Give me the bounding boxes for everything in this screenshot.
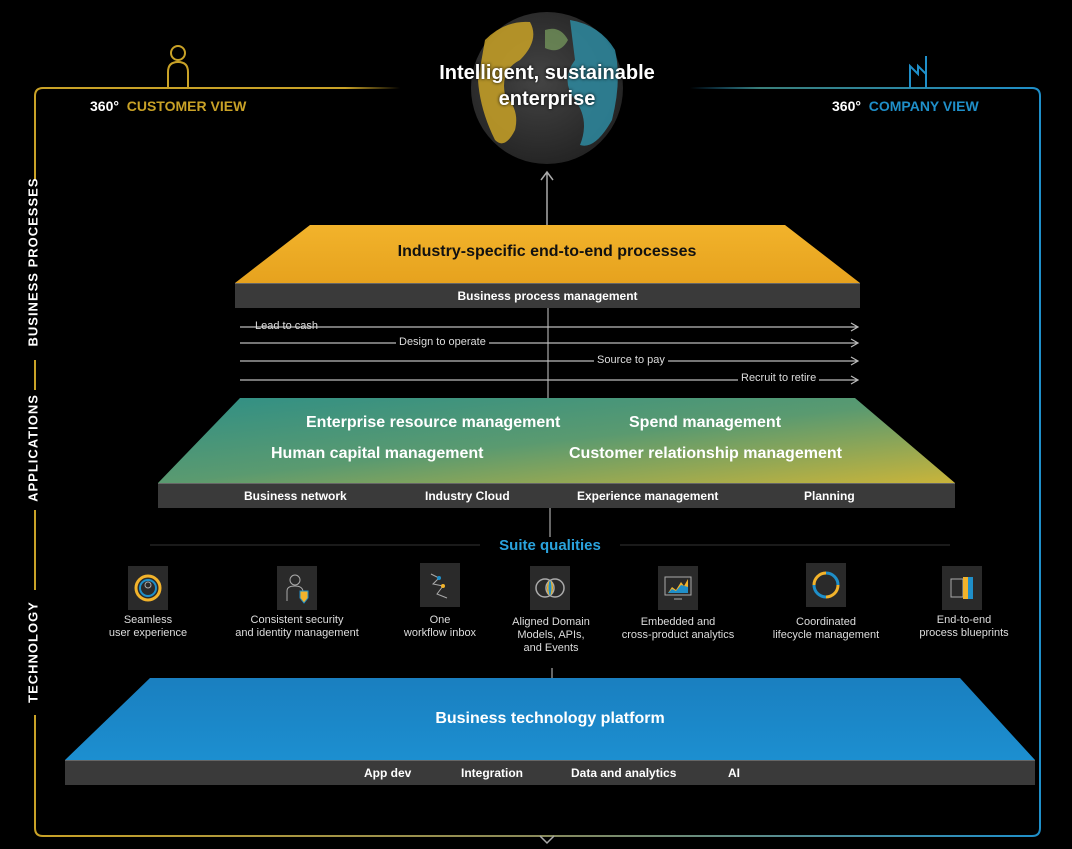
flow-lead-to-cash: Lead to cash xyxy=(255,320,318,332)
quality-line: Seamless xyxy=(123,614,173,626)
quality-line: workflow inbox xyxy=(403,627,477,639)
process-flow-arrows xyxy=(240,322,860,385)
side-label-technology: TECHNOLOGY xyxy=(25,601,41,703)
user-experience-icon xyxy=(128,566,168,610)
customer-view-text: CUSTOMER VIEW xyxy=(126,98,247,114)
title-line-2: enterprise xyxy=(498,88,596,110)
quality-line: user experience xyxy=(108,627,188,639)
bar-business-network: Business network xyxy=(244,489,347,503)
workflow-inbox-icon xyxy=(420,563,460,607)
title-line-1: Intelligent, sustainable xyxy=(439,62,655,84)
lifecycle-cycle-icon xyxy=(806,563,846,607)
technology-layer xyxy=(65,678,1035,760)
quality-line: Consistent security xyxy=(250,614,344,626)
factory-icon xyxy=(909,56,927,88)
company-view-text: COMPANY VIEW xyxy=(868,98,979,114)
applications-bar: Business network Industry Cloud Experien… xyxy=(158,483,955,508)
flow-source-to-pay: Source to pay xyxy=(594,354,668,366)
side-label-business-processes: BUSINESS PROCESSES xyxy=(25,177,41,347)
quality-line: Coordinated xyxy=(796,616,856,628)
quality-line: Aligned Domain xyxy=(512,616,590,628)
bpm-label: Business process management xyxy=(457,289,638,303)
technology-bar: App dev Integration Data and analytics A… xyxy=(65,760,1035,785)
bar-data-analytics: Data and analytics xyxy=(571,766,677,780)
quality-line: Embedded and xyxy=(640,616,716,628)
process-layer-title: Industry-specific end-to-end processes xyxy=(397,243,697,260)
company-view-prefix: 360° xyxy=(832,98,861,114)
business-process-management-bar: Business process management xyxy=(235,283,860,308)
quality-line: Models, APIs, xyxy=(517,629,585,641)
flow-recruit-to-retire: Recruit to retire xyxy=(738,372,820,384)
quality-line: and identity management xyxy=(235,627,359,639)
suite-qualities-title: Suite qualities xyxy=(499,537,601,554)
main-title: Intelligent, sustainable enterprise xyxy=(439,60,655,112)
app-human-capital-management: Human capital management xyxy=(271,445,484,462)
quality-line: lifecycle management xyxy=(772,629,880,641)
side-label-applications: APPLICATIONS xyxy=(25,394,41,502)
quality-line: End-to-end xyxy=(936,614,992,626)
app-customer-relationship-management: Customer relationship management xyxy=(569,445,842,462)
bar-integration: Integration xyxy=(461,766,523,780)
customer-view-prefix: 360° xyxy=(90,98,119,114)
process-layer xyxy=(235,225,860,283)
applications-layer xyxy=(158,398,955,483)
app-enterprise-resource-management: Enterprise resource management xyxy=(306,414,561,431)
quality-line: One xyxy=(429,614,451,626)
bar-ai: AI xyxy=(728,766,740,780)
quality-line: and Events xyxy=(523,642,579,654)
security-shield-icon xyxy=(277,566,317,610)
app-spend-management: Spend management xyxy=(629,414,782,431)
flow-design-to-operate: Design to operate xyxy=(396,336,489,348)
process-blueprint-icon xyxy=(942,566,982,610)
bar-industry-cloud: Industry Cloud xyxy=(425,489,510,503)
bar-planning: Planning xyxy=(804,489,855,503)
quality-line: cross-product analytics xyxy=(621,629,735,641)
globe-icon xyxy=(471,12,623,164)
bar-experience-management: Experience management xyxy=(577,489,719,503)
person-icon xyxy=(167,45,189,88)
customer-view-label: 360° CUSTOMER VIEW xyxy=(90,98,246,114)
analytics-monitor-icon xyxy=(658,566,698,610)
bar-app-dev: App dev xyxy=(364,766,412,780)
company-view-label: 360° COMPANY VIEW xyxy=(832,98,979,114)
technology-layer-title: Business technology platform xyxy=(435,710,665,727)
quality-line: process blueprints xyxy=(919,627,1009,639)
domain-models-icon xyxy=(530,566,570,610)
